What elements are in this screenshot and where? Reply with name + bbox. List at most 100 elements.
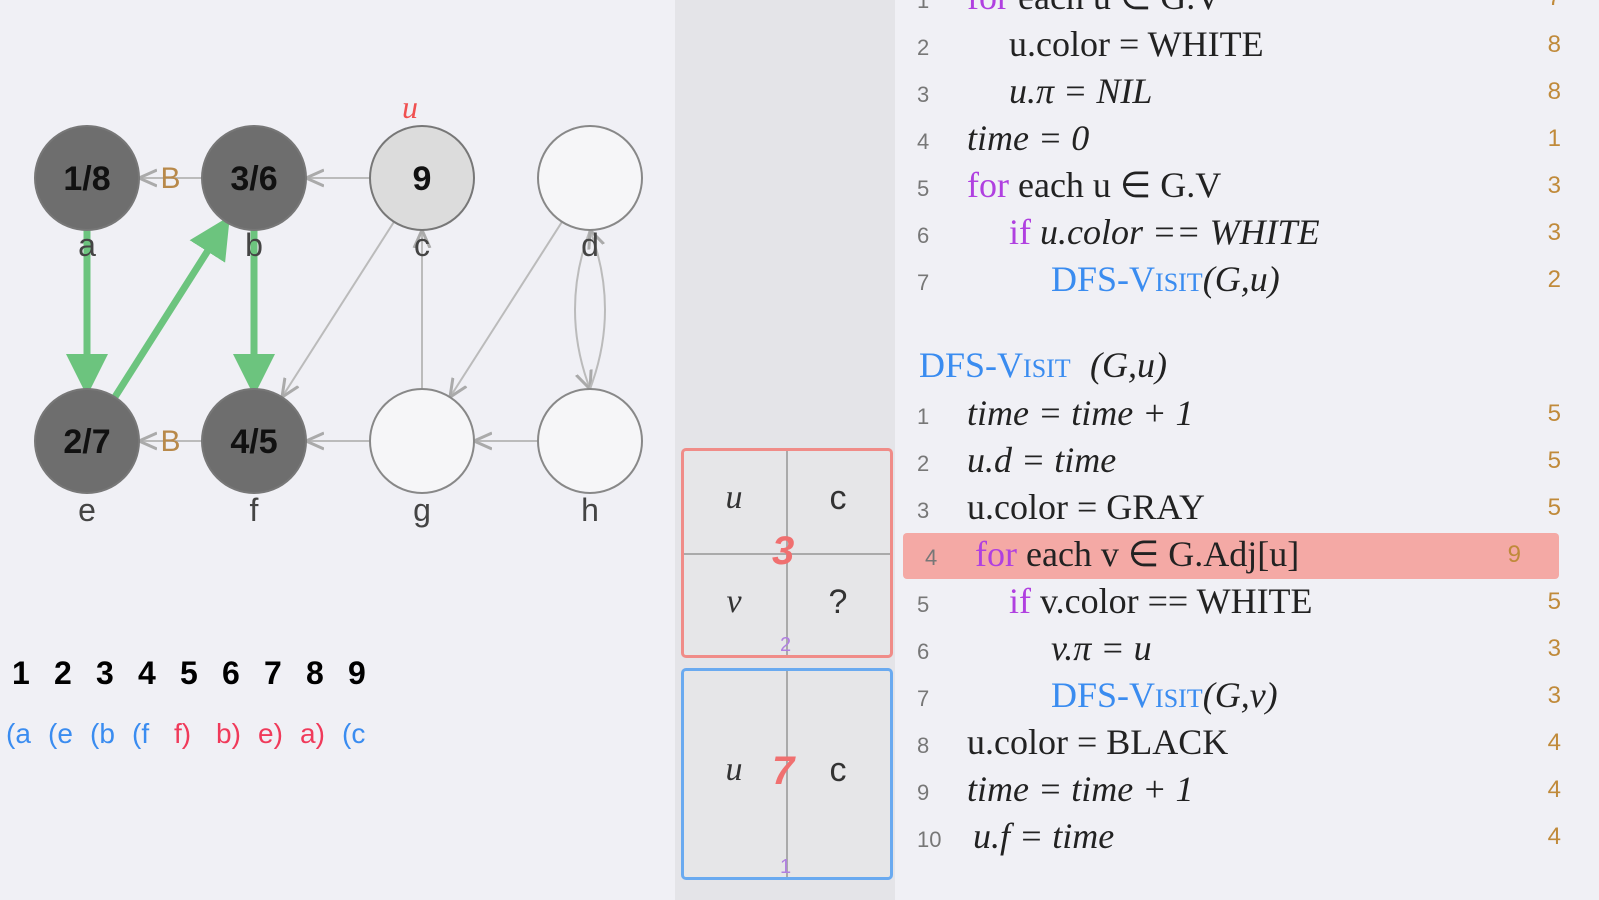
code-text: each u ∈ G.V: [1018, 0, 1221, 17]
timeline-paren: (c: [342, 718, 366, 749]
timeline-paren: f): [174, 718, 192, 749]
execution-count: 5: [1547, 447, 1561, 474]
frame-var: v: [726, 583, 742, 620]
code-text: time = 0: [967, 118, 1090, 158]
node-f[interactable]: 4/5f: [201, 388, 307, 528]
timeline-paren: e): [258, 718, 283, 749]
execution-count: 9: [1507, 541, 1521, 568]
timeline-paren: a): [300, 718, 325, 749]
node-d[interactable]: d: [537, 125, 643, 263]
line-number: 6: [917, 639, 930, 664]
execution-count: 8: [1547, 78, 1561, 105]
execution-count: 7: [1548, 0, 1561, 12]
code-text: each u ∈ G.V: [1017, 165, 1222, 205]
frame-var: u: [725, 479, 743, 516]
timeline-tick: 4: [138, 655, 156, 691]
function-name[interactable]: DFS-VISIT: [1051, 259, 1203, 299]
execution-count: 3: [1547, 635, 1561, 662]
back-edge-label: B: [160, 425, 180, 458]
frame-depth: 1: [780, 856, 792, 878]
code-text: (G,v): [1202, 675, 1278, 715]
node-label: e: [78, 492, 96, 528]
timeline-paren: (a: [6, 718, 31, 749]
execution-count: 3: [1547, 172, 1561, 199]
node-label: h: [581, 492, 599, 528]
line-number: 8: [917, 733, 930, 758]
edge-d-g: [450, 221, 563, 397]
line-number: 6: [917, 223, 930, 248]
execution-count: 4: [1547, 776, 1561, 803]
line-number: 7: [917, 686, 930, 711]
edge-d-h: [574, 229, 590, 389]
dfs-line[interactable]: 1for each u ∈ G.V7: [895, 0, 1599, 22]
code-text: v.color == WHITE: [1040, 581, 1313, 621]
execution-count: 3: [1547, 682, 1561, 709]
node-time: 9: [413, 160, 432, 198]
node-e[interactable]: 2/7e: [34, 388, 140, 528]
keyword: for: [967, 0, 1018, 17]
frame-return-line: 3: [772, 529, 795, 573]
node-b[interactable]: 3/6 b: [201, 125, 307, 263]
line-number: 3: [917, 498, 930, 523]
timeline-tick: 3: [96, 655, 114, 691]
node-g[interactable]: g: [369, 388, 475, 528]
timeline-tick: 5: [180, 655, 198, 691]
line-number: 3: [917, 82, 930, 107]
timeline-tick: 1: [12, 655, 30, 691]
back-edge-label: B: [160, 162, 180, 195]
node-c[interactable]: 9c: [369, 125, 475, 263]
code-text: time = time + 1: [967, 769, 1194, 809]
execution-count: 2: [1547, 266, 1561, 293]
line-number: 4: [917, 129, 930, 154]
code-text: v.π = u: [1051, 628, 1152, 668]
frame-depth: 2: [780, 634, 792, 656]
function-name[interactable]: DFS-VISIT: [1051, 675, 1203, 715]
frame-value: c: [829, 479, 847, 517]
execution-count: 1: [1547, 125, 1561, 152]
node-label: b: [245, 227, 263, 263]
node-h[interactable]: h: [537, 388, 643, 528]
node-time: 3/6: [230, 160, 277, 198]
pseudocode-panel: 1for each u ∈ G.V72u.color = WHITE83u.π …: [895, 0, 1599, 900]
dfs-line[interactable]: 4 time = 0 1: [895, 117, 1599, 163]
frame-value: c: [829, 751, 847, 789]
execution-count: 5: [1547, 588, 1561, 615]
node-a[interactable]: 1/8 a: [34, 125, 140, 263]
keyword: if: [1009, 212, 1040, 252]
line-number: 1: [917, 404, 930, 429]
line-number: 10: [917, 827, 942, 852]
node-label: a: [78, 227, 96, 263]
node-time: 1/8: [63, 160, 110, 198]
timeline-paren: (e: [48, 718, 73, 749]
timeline-tick: 9: [348, 655, 366, 691]
timeline-tick: 7: [264, 655, 282, 691]
edge-c-f: [282, 221, 395, 397]
code-text: time = time + 1: [967, 393, 1194, 433]
node-time: 4/5: [230, 423, 277, 461]
dfs-visit-line[interactable]: 7 DFS-VISIT(G,v) 3: [895, 674, 1599, 720]
line-number: 2: [917, 35, 930, 60]
code-text: u.d = time: [967, 440, 1117, 480]
dfs-visit-line[interactable]: 6 v.π = u 3: [895, 627, 1599, 673]
code-text: u.color = WHITE: [1009, 24, 1264, 64]
dfs-visit-header: DFS-VISIT(G,u): [919, 345, 1167, 385]
line-number: 5: [917, 176, 930, 201]
timeline-paren: b): [216, 718, 241, 749]
node-label: d: [581, 227, 599, 263]
execution-count: 5: [1547, 494, 1561, 521]
